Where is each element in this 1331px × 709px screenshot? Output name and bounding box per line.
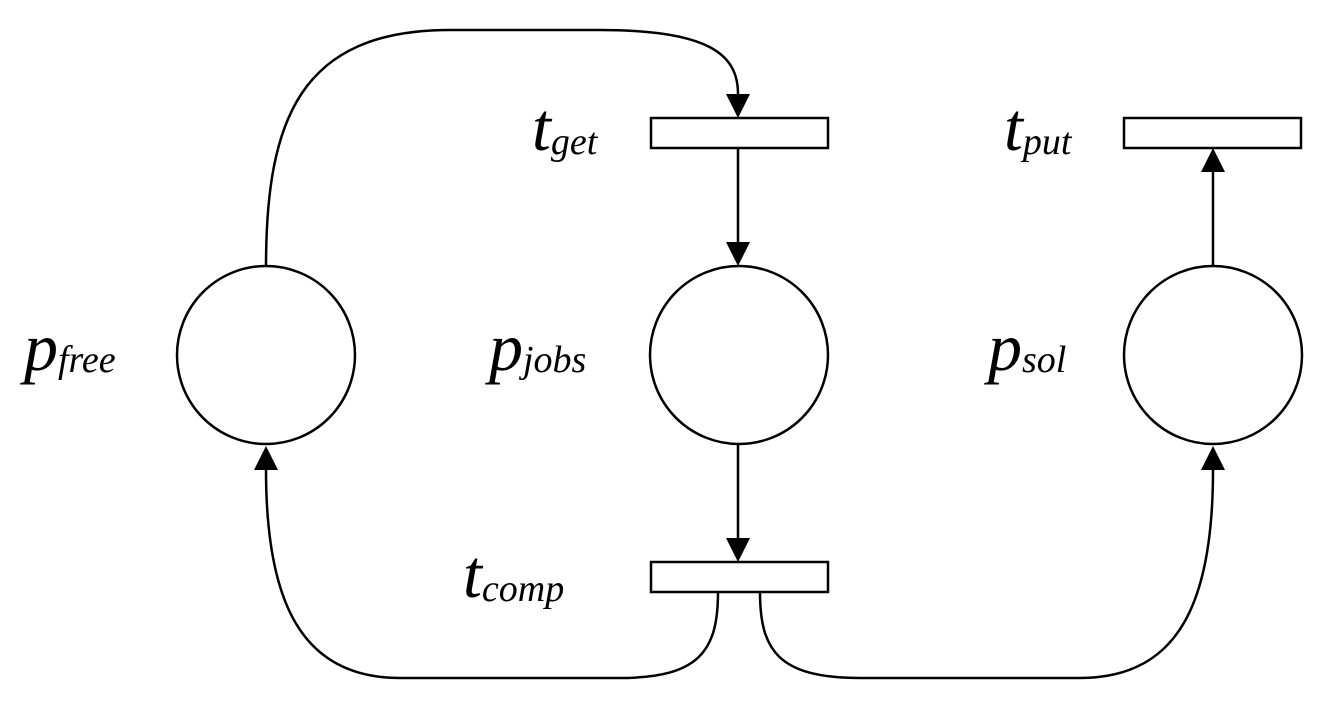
arrowhead-sol-to-put xyxy=(1201,148,1225,172)
transition-put xyxy=(1122,116,1303,150)
label-p-free: pfree xyxy=(20,309,116,385)
arrowhead-jobs-to-comp xyxy=(726,538,750,562)
place-jobs xyxy=(648,264,830,446)
label-t-get-symbol: t xyxy=(532,89,553,165)
label-t-put-symbol: t xyxy=(1004,89,1025,165)
transitions xyxy=(649,116,1303,594)
label-t-comp: tcomp xyxy=(463,536,564,612)
place-free xyxy=(175,264,357,446)
label-t-comp-subscript: comp xyxy=(482,568,564,610)
label-p-free-subscript: free xyxy=(58,339,116,381)
transition-get xyxy=(649,116,830,150)
arrowhead-comp-to-sol xyxy=(1201,446,1225,470)
arc-free-to-get xyxy=(264,28,740,268)
label-t-get: tget xyxy=(532,89,599,165)
arrowhead-get-to-jobs xyxy=(726,242,750,266)
label-p-sol: psol xyxy=(984,309,1066,385)
label-p-jobs-subscript: jobs xyxy=(518,339,586,381)
label-t-comp-symbol: t xyxy=(463,536,484,612)
transition-comp xyxy=(649,560,830,594)
arcs xyxy=(254,28,1225,680)
label-p-sol-symbol: p xyxy=(984,309,1022,385)
label-p-free-symbol: p xyxy=(20,309,58,385)
labels: tget tput tcomp pfree pjobs psol xyxy=(20,89,1073,612)
arc-comp-to-sol xyxy=(758,469,1215,680)
arc-comp-to-free xyxy=(264,469,720,680)
label-t-put: tput xyxy=(1004,89,1073,165)
label-p-jobs-symbol: p xyxy=(485,309,523,385)
arrowhead-free-to-get xyxy=(726,94,750,118)
label-p-jobs: pjobs xyxy=(485,309,586,385)
label-t-put-subscript: put xyxy=(1020,121,1073,163)
place-sol xyxy=(1122,264,1304,446)
label-p-sol-subscript: sol xyxy=(1022,339,1066,381)
arrowhead-comp-to-free xyxy=(254,446,278,470)
label-t-get-subscript: get xyxy=(551,121,599,163)
places xyxy=(175,264,1304,446)
